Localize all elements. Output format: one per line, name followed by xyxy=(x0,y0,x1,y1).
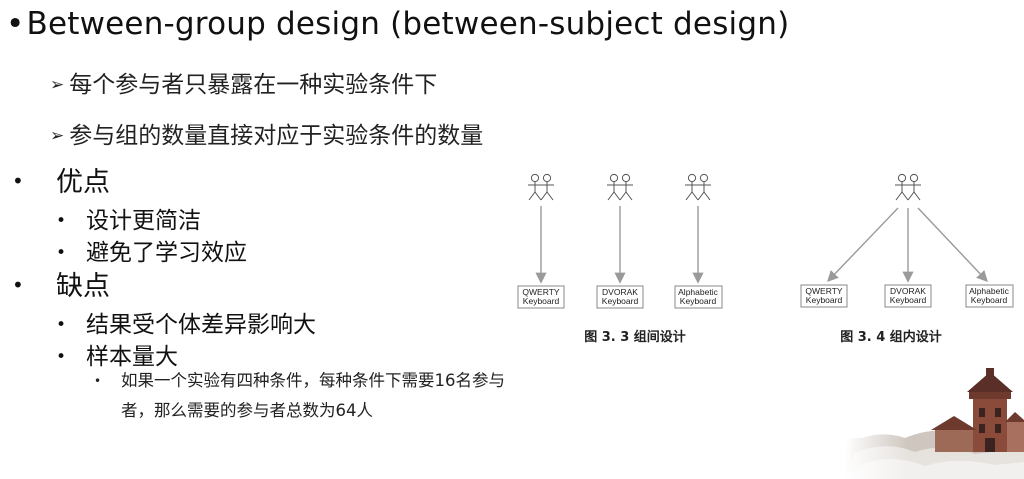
box-line: Keyboard xyxy=(680,296,717,306)
box-line: Alphabetic xyxy=(678,287,718,297)
participant-group-icon xyxy=(685,174,711,200)
condition-box: Alphabetic Keyboard xyxy=(674,285,723,309)
sub-point-text: 每个参与者只暴露在一种实验条件下 xyxy=(69,72,438,98)
condition-box: Alphabetic Keyboard xyxy=(965,284,1014,308)
box-line: Keyboard xyxy=(971,295,1008,305)
box-line: Keyboard xyxy=(602,296,639,306)
box-line: DVORAK xyxy=(890,286,926,296)
pros-item: • 设计更简洁 xyxy=(56,201,201,235)
pros-heading: • 优点 xyxy=(12,160,110,199)
bullet-dot: • xyxy=(12,169,24,193)
cons-note: • 如果一个实验有四种条件，每种条件下需要16名参与者，那么需要的参与者总数为64… xyxy=(94,366,534,426)
condition-box: QWERTY Keyboard xyxy=(800,284,848,308)
castle-watermark-image xyxy=(845,368,1024,479)
sub-point-exposure: ➢每个参与者只暴露在一种实验条件下 xyxy=(50,65,437,99)
bullet-dot: • xyxy=(12,273,24,297)
figure-caption: 图 3. 3 组间设计 xyxy=(584,329,686,345)
cons-item: • 样本量大 xyxy=(56,337,178,371)
bullet-dot: • xyxy=(56,315,67,335)
title-bullet: • xyxy=(6,6,25,42)
sub-point-groups: ➢参与组的数量直接对应于实验条件的数量 xyxy=(50,116,483,150)
box-line: DVORAK xyxy=(602,287,638,297)
bullet-dot: • xyxy=(56,347,67,367)
participant-group-icon xyxy=(528,174,554,200)
box-line: Alphabetic xyxy=(969,286,1009,296)
bullet-dot: • xyxy=(94,374,102,388)
condition-box: DVORAK Keyboard xyxy=(884,284,932,308)
condition-box: DVORAK Keyboard xyxy=(596,285,644,309)
pros-item: • 避免了学习效应 xyxy=(56,233,247,267)
pros-heading-text: 优点 xyxy=(56,167,110,198)
cons-heading-text: 缺点 xyxy=(56,271,110,302)
pros-item-text: 设计更简洁 xyxy=(86,208,201,234)
cons-item-text: 结果受个体差异影响大 xyxy=(86,312,316,338)
within-group-figure: QWERTY Keyboard DVORAK Keyboard Alphabet… xyxy=(800,174,1014,345)
arrow-bullet-icon: ➢ xyxy=(50,75,65,95)
sub-point-text: 参与组的数量直接对应于实验条件的数量 xyxy=(69,123,484,149)
arrow-bullet-icon: ➢ xyxy=(50,126,65,146)
arrow-connector xyxy=(827,207,899,283)
cons-note-text: 如果一个实验有四种条件，每种条件下需要16名参与者，那么需要的参与者总数为64人 xyxy=(121,371,505,420)
box-line: Keyboard xyxy=(806,295,843,305)
box-line: QWERTY xyxy=(522,287,559,297)
cons-item-text: 样本量大 xyxy=(86,344,178,370)
box-line: Keyboard xyxy=(890,295,927,305)
cons-item: • 结果受个体差异影响大 xyxy=(56,305,316,339)
bullet-dot: • xyxy=(56,243,67,263)
condition-box: QWERTY Keyboard xyxy=(517,285,565,309)
cons-heading: • 缺点 xyxy=(12,264,110,303)
figure-caption: 图 3. 4 组内设计 xyxy=(840,329,942,345)
pros-item-text: 避免了学习效应 xyxy=(86,240,247,266)
participant-group-icon xyxy=(607,174,633,200)
participant-group-icon xyxy=(895,174,921,200)
slide-title: •Between-group design (between-subject d… xyxy=(6,6,789,42)
bullet-dot: • xyxy=(56,211,67,231)
arrow-connector xyxy=(917,207,988,283)
title-text: Between-group design (between-subject de… xyxy=(26,6,790,42)
between-group-figure: QWERTY Keyboard DVORAK Keyboard Alphabet… xyxy=(517,174,723,345)
box-line: Keyboard xyxy=(523,296,560,306)
box-line: QWERTY xyxy=(805,286,842,296)
